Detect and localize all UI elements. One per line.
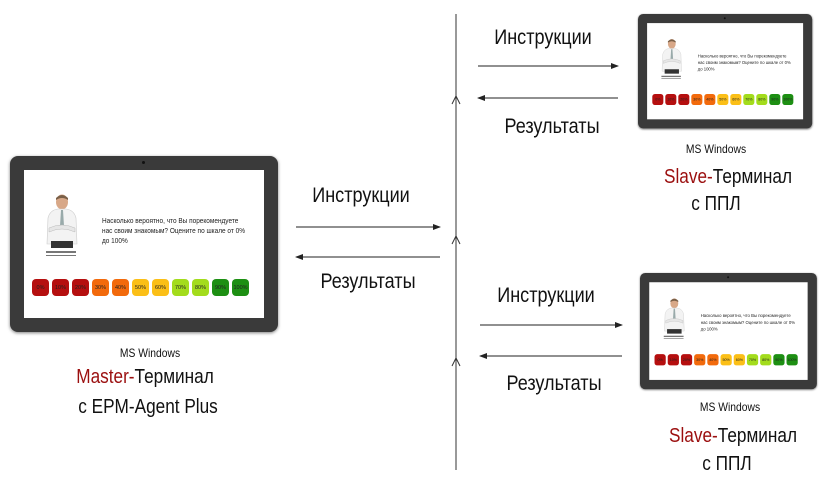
terminal-word: Терминал <box>712 166 792 188</box>
rating-button[interactable]: 30% <box>691 93 703 105</box>
person-caption <box>46 251 82 258</box>
slave1-results-label: Результаты <box>504 115 600 138</box>
rating-button[interactable]: 60% <box>152 279 169 296</box>
slave2-results-label: Результаты <box>506 372 602 395</box>
rating-button[interactable]: 30% <box>694 354 706 366</box>
person-caption <box>663 335 688 341</box>
bus-arrow-icon <box>451 94 461 105</box>
slave2-terminal-label: Slave-Терминал <box>669 425 797 448</box>
survey-question: Насколько вероятно, что Вы порекомендует… <box>697 53 791 72</box>
tablet-screen: Насколько вероятно, что Вы порекомендует… <box>649 282 808 380</box>
rating-button[interactable]: 70% <box>746 354 759 366</box>
rating-button[interactable]: 0% <box>654 354 666 366</box>
slave1-software-label: с ППЛ <box>691 193 741 215</box>
rating-button[interactable]: 0% <box>32 279 49 296</box>
master-role: Master- <box>76 366 135 388</box>
person-photo-icon <box>661 39 682 74</box>
slave2-role: Slave- <box>669 425 718 447</box>
rating-button[interactable]: 70% <box>743 93 755 105</box>
rating-button[interactable]: 90% <box>773 354 785 366</box>
person-photo-icon <box>664 298 685 334</box>
camera-icon <box>727 276 730 279</box>
survey-question: Насколько вероятно, что Вы порекомендует… <box>102 216 245 245</box>
rating-button[interactable]: 20% <box>680 354 693 366</box>
master-os-label: MS Windows <box>119 346 181 360</box>
bus-arrow-icon <box>451 234 461 245</box>
rating-button[interactable]: 90% <box>769 93 781 105</box>
rating-button[interactable]: 80% <box>192 279 209 296</box>
rating-button[interactable]: 80% <box>760 354 772 366</box>
tablet-screen: Насколько вероятно, что Вы порекомендует… <box>24 170 264 318</box>
master-terminal-tablet: Насколько вероятно, что Вы порекомендует… <box>10 156 278 332</box>
rating-button[interactable]: 40% <box>707 354 719 366</box>
master-terminal-label: Master-Терминал <box>76 366 214 389</box>
slave1-os-label: MS Windows <box>685 142 747 156</box>
rating-button[interactable]: 10% <box>52 279 69 296</box>
slave1-instructions-label: Инструкции <box>494 26 592 49</box>
person-caption <box>661 75 684 81</box>
rating-button[interactable]: 40% <box>112 279 129 296</box>
rating-button[interactable]: 100% <box>232 279 249 296</box>
terminal-word: Терминал <box>134 366 214 388</box>
bus-arrow-icon <box>451 356 461 367</box>
rating-button[interactable]: 30% <box>92 279 109 296</box>
rating-scale: 0%10%20%30%40%50%60%70%80%90%100% <box>652 93 794 105</box>
rating-button[interactable]: 10% <box>665 93 677 105</box>
master-results-label: Результаты <box>320 270 416 293</box>
slave2-instructions-label: Инструкции <box>497 284 595 307</box>
slave1-role: Slave- <box>664 166 713 188</box>
master-instructions-label: Инструкции <box>312 184 410 207</box>
rating-button[interactable]: 20% <box>72 279 89 296</box>
rating-button[interactable]: 20% <box>678 93 690 105</box>
rating-button[interactable]: 70% <box>172 279 189 296</box>
slave-terminal-tablet: Насколько вероятно, что Вы порекомендует… <box>638 14 813 129</box>
terminal-word: Терминал <box>717 425 797 447</box>
rating-button[interactable]: 40% <box>704 93 716 105</box>
rating-button[interactable]: 100% <box>782 93 794 105</box>
rating-button[interactable]: 0% <box>652 93 664 105</box>
rating-button[interactable]: 60% <box>730 93 742 105</box>
master-software-label: с EPM-Agent Plus <box>78 396 218 418</box>
rating-button[interactable]: 90% <box>212 279 229 296</box>
rating-button[interactable]: 10% <box>667 354 679 366</box>
camera-icon <box>142 161 145 164</box>
rating-scale: 0%10%20%30%40%50%60%70%80%90%100% <box>32 279 249 296</box>
rating-scale: 0%10%20%30%40%50%60%70%80%90%100% <box>654 354 798 366</box>
rating-button[interactable]: 50% <box>717 93 729 105</box>
slave-terminal-tablet: Насколько вероятно, что Вы порекомендует… <box>640 273 817 390</box>
slave2-software-label: с ППЛ <box>702 453 752 475</box>
person-photo-icon <box>46 194 78 248</box>
tablet-screen: Насколько вероятно, что Вы порекомендует… <box>647 23 804 120</box>
survey-question: Насколько вероятно, что Вы порекомендует… <box>700 312 796 332</box>
rating-button[interactable]: 100% <box>786 354 798 366</box>
slave2-os-label: MS Windows <box>699 400 761 414</box>
rating-button[interactable]: 50% <box>132 279 149 296</box>
rating-button[interactable]: 60% <box>733 354 745 366</box>
camera-icon <box>723 17 726 20</box>
slave1-terminal-label: Slave-Терминал <box>664 166 792 189</box>
rating-button[interactable]: 80% <box>756 93 768 105</box>
rating-button[interactable]: 50% <box>720 354 732 366</box>
